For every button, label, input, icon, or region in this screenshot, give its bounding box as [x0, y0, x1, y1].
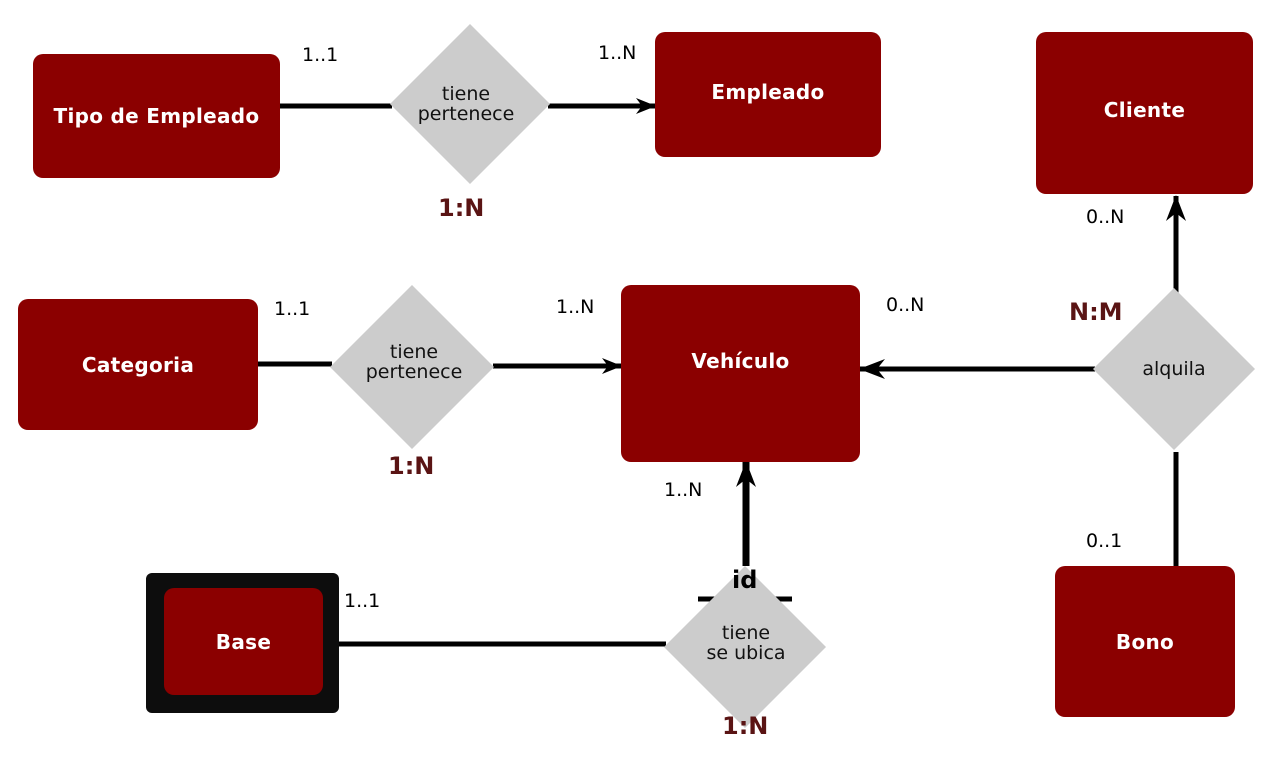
relationship-label-alquila: alquila	[1142, 358, 1206, 380]
relationship-diamond-alquila[interactable]	[1093, 288, 1255, 450]
relationship-label-base-vehiculo: tiene se ubica	[706, 622, 786, 664]
cardinality-base-vehiculo: 1..N	[664, 479, 703, 501]
relationship-label-tipo-empleado: tiene pertenece	[417, 83, 515, 125]
relationship-label-categoria-vehiculo: tiene pertenece	[365, 341, 463, 383]
entity-empleado[interactable]: Empleado	[655, 32, 881, 157]
entity-bono[interactable]: Bono	[1055, 566, 1235, 717]
entity-categoria[interactable]: Categoria	[18, 299, 258, 430]
entity-tipo-de-empleado[interactable]: Tipo de Empleado	[33, 54, 280, 178]
relationship-diamond-categoria-vehiculo[interactable]	[330, 285, 494, 449]
ratio-base-vehiculo: 1:N	[722, 712, 769, 740]
relationship-diamond-base-vehiculo[interactable]	[664, 566, 826, 728]
ratio-tipo-empleado: 1:N	[438, 194, 485, 222]
cardinality-tipo-empleado-right: 1..N	[598, 42, 637, 64]
cardinality-alquila-cliente: 0..N	[1086, 206, 1125, 228]
ratio-alquila: N:M	[1069, 298, 1123, 326]
cardinality-tipo-empleado-left: 1..1	[302, 44, 339, 66]
ratio-categoria-vehiculo: 1:N	[388, 452, 435, 480]
identifier-label-id: id	[732, 566, 758, 594]
cardinality-alquila-vehiculo: 0..N	[886, 294, 925, 316]
cardinality-categoria-right: 1..N	[556, 296, 595, 318]
entity-cliente[interactable]: Cliente	[1036, 32, 1253, 194]
cardinality-categoria-left: 1..1	[274, 298, 311, 320]
cardinality-base-left: 1..1	[344, 590, 381, 612]
entity-base[interactable]: Base	[164, 588, 323, 695]
entity-vehiculo[interactable]: Vehículo	[621, 285, 860, 462]
cardinality-alquila-bono: 0..1	[1086, 530, 1123, 552]
relationship-diamond-tipo-empleado[interactable]	[390, 24, 550, 184]
